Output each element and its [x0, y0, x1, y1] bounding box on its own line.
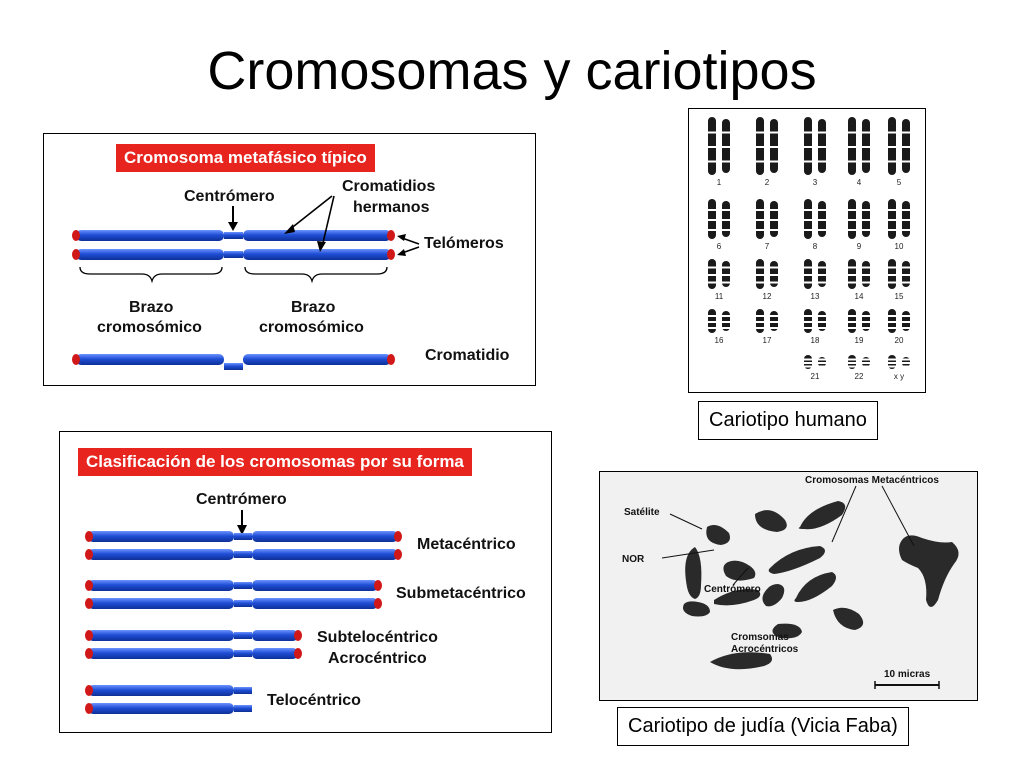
chromosome-number-label: 9 — [857, 242, 862, 251]
chromosome-pair-17 — [756, 309, 778, 333]
chromosome-number-label: 21 — [811, 372, 820, 381]
bean-karyotype-figure — [600, 472, 977, 700]
chromosome-pair-16 — [708, 309, 730, 333]
chromosome-pair-21 — [804, 355, 826, 369]
classification-header: Clasificación de los cromosomas por su f… — [78, 448, 472, 476]
chromosome-pair-2 — [756, 117, 778, 175]
nor-label: NOR — [622, 554, 645, 565]
bean-centromere-label: Centrómero — [704, 584, 761, 595]
chromosome-pair-12 — [756, 259, 778, 289]
chromosome-pair-8 — [804, 199, 826, 239]
telocentric-chromosome — [85, 685, 252, 714]
chromosome-number-label: 19 — [855, 336, 864, 345]
sister-chromatids-label-2: hermanos — [353, 199, 430, 216]
classification-centromere-label: Centrómero — [196, 491, 287, 508]
scale-bar-label: 10 micras — [884, 669, 931, 680]
satellite-label: Satélite — [624, 507, 660, 518]
chromosome-number-label: x y — [894, 372, 904, 381]
chromosome-pair-14 — [848, 259, 870, 289]
chromosome-number-label: 1 — [717, 178, 722, 187]
chromosome-pair-3 — [804, 117, 826, 175]
typical-chromosome-header: Cromosoma metafásico típico — [116, 144, 375, 172]
chromosome-number-label: 6 — [717, 242, 722, 251]
chromosome-pair-22 — [848, 355, 870, 369]
chromosome-number-label: 5 — [897, 178, 902, 187]
centromere-label: Centrómero — [184, 188, 275, 205]
chromosome-pair-11 — [708, 259, 730, 289]
type-metacentric-label: Metacéntrico — [417, 536, 516, 553]
chromosome-number-label: 12 — [763, 292, 772, 301]
chromosome-pair-5 — [888, 117, 910, 175]
chromosome-number-label: 10 — [895, 242, 904, 251]
chromosome-pair-1 — [708, 117, 730, 175]
sister-chromatids-label-1: Cromatidios — [342, 178, 436, 195]
bean-karyotype-caption: Cariotipo de judía (Vicia Faba) — [617, 707, 909, 746]
acrocentric-label-1: Cromsomas — [731, 632, 789, 643]
chromosome-pair-xy — [888, 355, 910, 369]
chromosome-pair-15 — [888, 259, 910, 289]
telomeres-label: Telómeros — [424, 235, 504, 252]
chromosome-number-label: 14 — [855, 292, 864, 301]
arm-right-label-2: cromosómico — [259, 319, 364, 336]
chromosome-number-label: 15 — [895, 292, 904, 301]
human-karyotype-caption: Cariotipo humano — [698, 401, 878, 440]
chromosome-number-label: 2 — [765, 178, 770, 187]
metacentric-chromosomes-label: Cromosomas Metacéntricos — [805, 475, 939, 486]
type-telocentric-label: Telocéntrico — [267, 692, 361, 709]
chromosome-pair-10 — [888, 199, 910, 239]
chromosome-number-label: 8 — [813, 242, 818, 251]
subtelocentric-chromosome — [85, 630, 302, 659]
submetacentric-chromosome — [85, 580, 382, 609]
chromosome-number-label: 13 — [811, 292, 820, 301]
type-acrocentric-label: Acrocéntrico — [328, 650, 427, 667]
typical-chromosome-diagram — [72, 195, 420, 370]
arm-right-label-1: Brazo — [291, 299, 336, 316]
chromatid-label: Cromatidio — [425, 347, 510, 364]
metacentric-chromosome — [85, 531, 402, 560]
bean-karyotype-image: Cromosomas Metacéntricos Satélite NOR Ce… — [599, 471, 978, 701]
acrocentric-label-2: Acrocéntricos — [731, 644, 799, 655]
chromosome-number-label: 17 — [763, 336, 772, 345]
sister-chromatid-top — [72, 230, 395, 241]
chromosome-pair-18 — [804, 309, 826, 333]
chromosome-pair-4 — [848, 117, 870, 175]
chromosome-number-label: 18 — [811, 336, 820, 345]
chromosome-pair-7 — [756, 199, 778, 239]
chromosome-pair-13 — [804, 259, 826, 289]
chromosome-number-label: 3 — [813, 178, 818, 187]
chromosome-pair-19 — [848, 309, 870, 333]
type-submetacentric-label: Submetacéntrico — [396, 585, 526, 602]
arm-left-label-2: cromosómico — [97, 319, 202, 336]
type-subtelocentric-label: Subtelocéntrico — [317, 629, 438, 646]
chromosome-number-label: 7 — [765, 242, 770, 251]
chromosome-pair-20 — [888, 309, 910, 333]
chromosome-number-label: 4 — [857, 178, 862, 187]
single-chromatid — [72, 354, 395, 370]
sister-chromatid-bottom — [72, 249, 395, 260]
chromosome-number-label: 22 — [855, 372, 864, 381]
typical-chromosome-panel: Cromosoma metafásico típico — [43, 133, 536, 386]
chromosome-number-label: 16 — [715, 336, 724, 345]
classification-panel: Clasificación de los cromosomas por su f… — [59, 431, 552, 733]
classification-diagram — [85, 510, 402, 714]
arm-left-label-1: Brazo — [129, 299, 174, 316]
chromosome-pair-6 — [708, 199, 730, 239]
slide-title: Cromosomas y cariotipos — [207, 41, 817, 101]
chromosome-pair-9 — [848, 199, 870, 239]
chromosome-number-label: 11 — [715, 292, 724, 301]
chromosome-number-label: 20 — [895, 336, 904, 345]
